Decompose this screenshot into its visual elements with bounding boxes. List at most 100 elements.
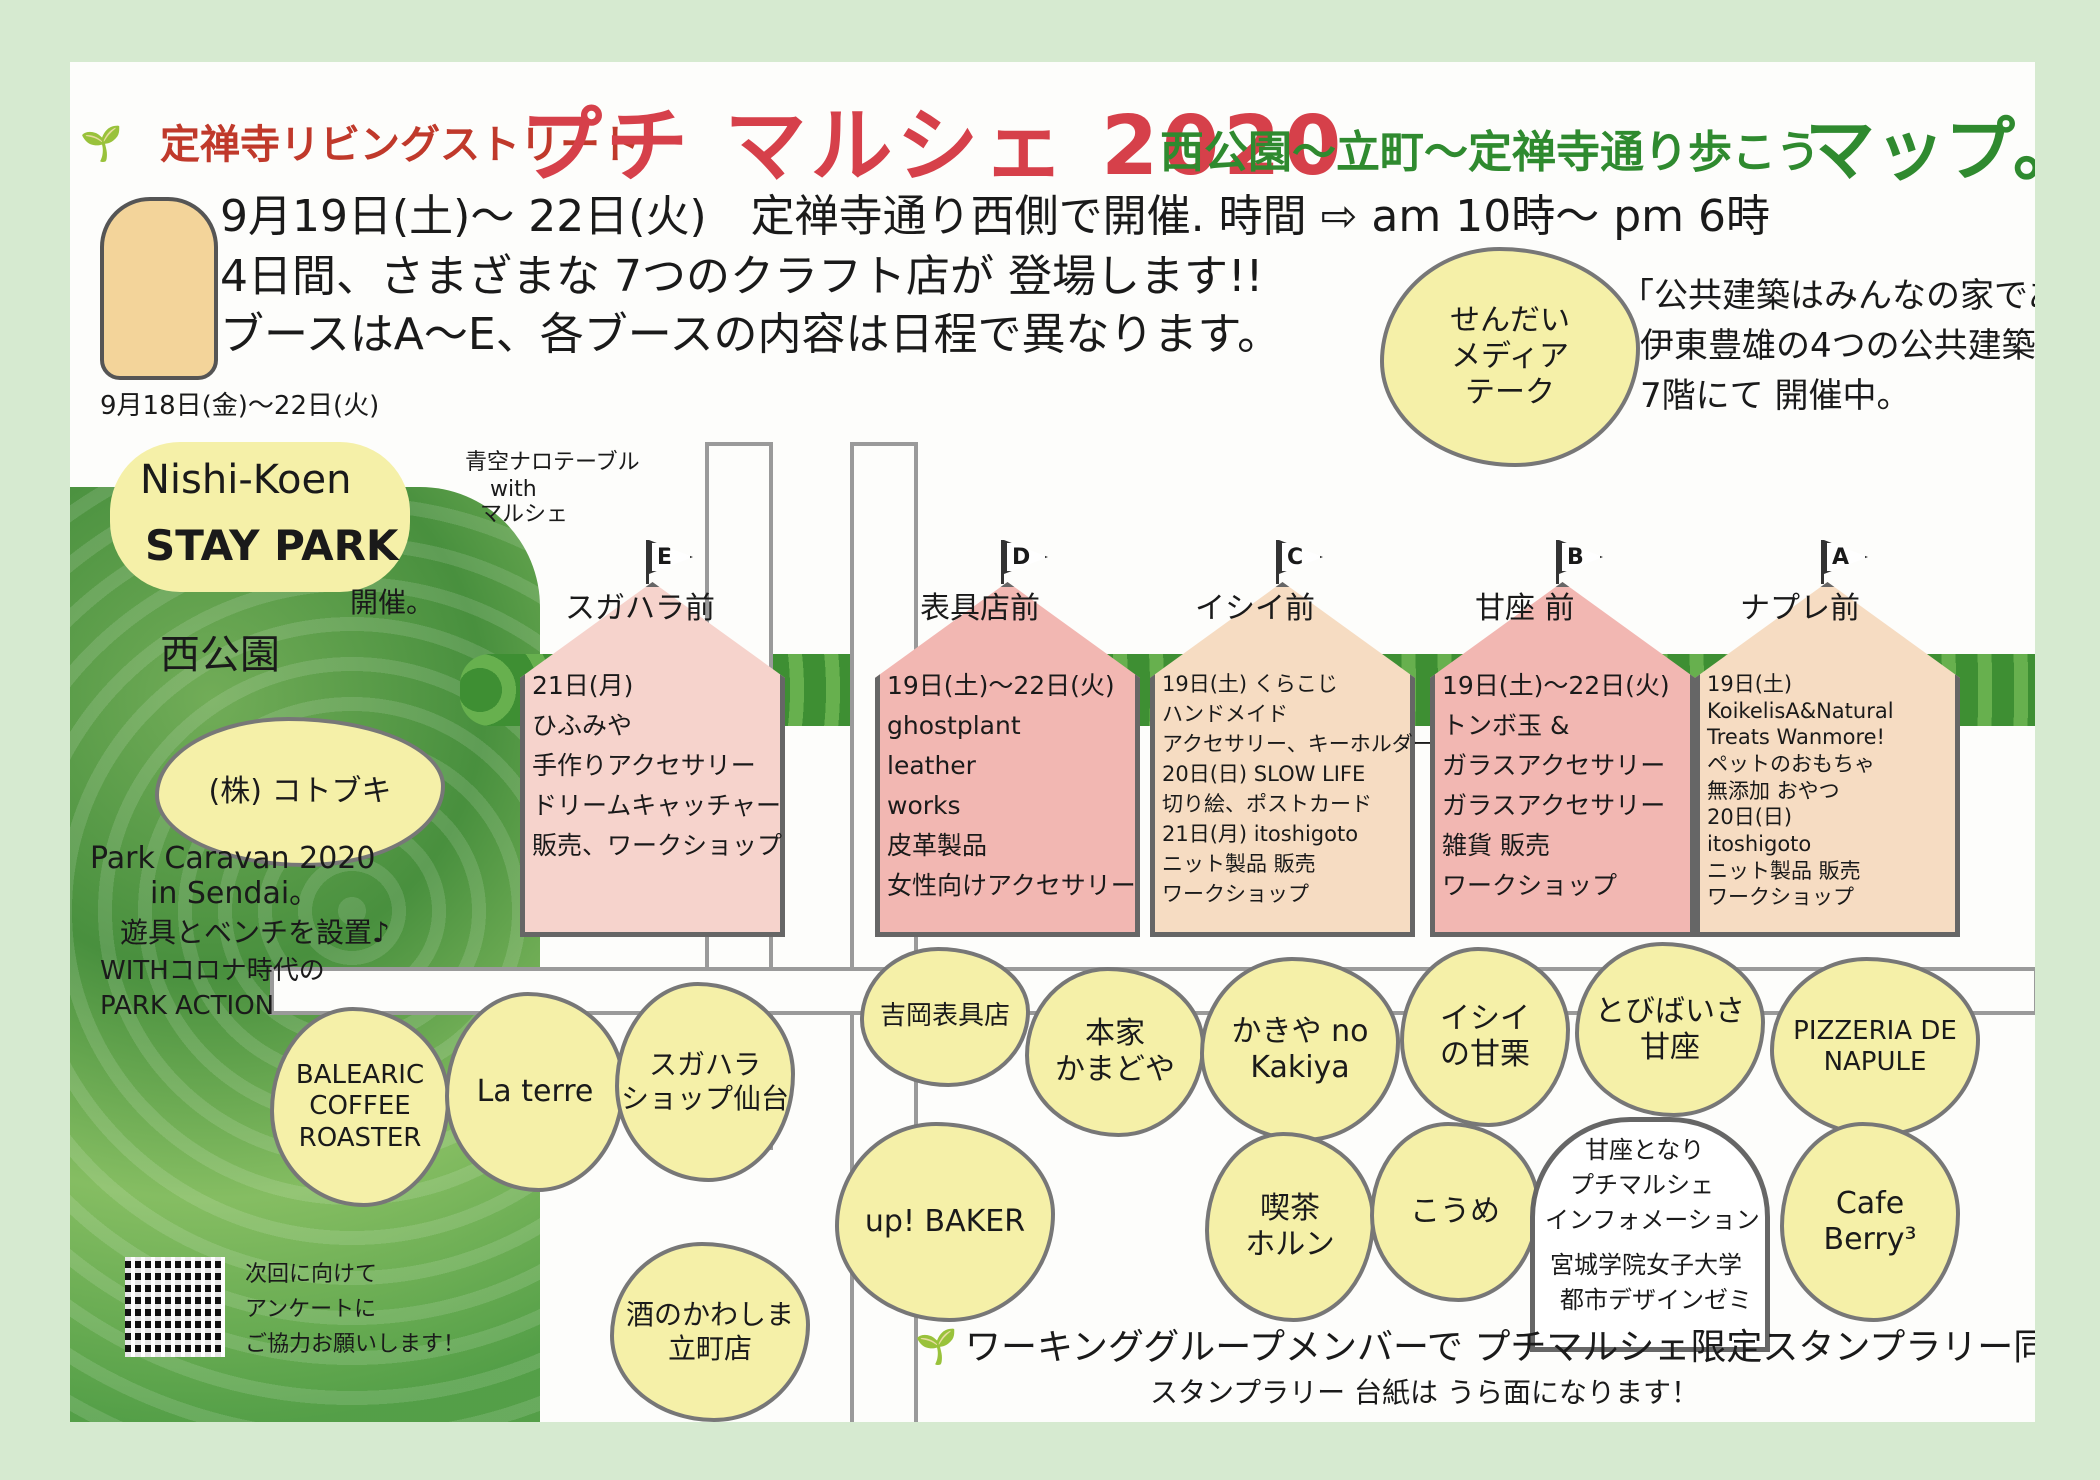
booth-line: KoikelisA&Natural (1707, 698, 1894, 723)
booth-line: ドリームキャッチャー (532, 791, 782, 820)
caravan-1: Park Caravan 2020 (90, 841, 376, 876)
info-line-3: ブースはA〜E、各ブースの内容は日程で異なります。 (220, 309, 1282, 360)
booth-line: 19日(土) (1707, 672, 1793, 696)
shop-laterre: La terre (445, 992, 625, 1192)
info-booth-3: インフォメーション (1545, 1206, 1760, 1234)
sprout-icon: 🌱 (80, 124, 123, 164)
booth-flag-pole (646, 540, 649, 584)
shop-upbaker: up! BAKER (835, 1122, 1055, 1322)
header-subtitle: 西公園〜立町〜定禅寺通り歩こう (1160, 127, 1820, 178)
kokeshi-mascot (100, 197, 218, 380)
booth-line: 雑貨 販売 (1442, 831, 1550, 860)
booth-line: ワークショップ (1707, 885, 1854, 910)
park-name-1: Nishi-Koen (140, 457, 352, 503)
booth-line: 21日(月) (532, 671, 634, 700)
shop-kawashima: 酒のかわしま 立町店 (610, 1242, 810, 1422)
shop-amaza: とびばいさ 甘座 (1575, 942, 1765, 1117)
park-label: 西公園 (160, 632, 280, 678)
booth-line: 19日(土)〜22日(火) (1442, 671, 1670, 700)
caravan-5: PARK ACTION (100, 991, 275, 1021)
caravan-3: 遊具とベンチを設置♪ (120, 916, 390, 949)
booth-name: スガハラ前 (565, 591, 715, 626)
shop-balearic: BALEARIC COFFEE ROASTER (270, 1007, 450, 1207)
booth-line: ニット製品 販売 (1162, 852, 1316, 876)
map-paper: 🌱 定禅寺リビングストリート プチ マルシェ 2020 西公園〜立町〜定禅寺通り… (70, 62, 2035, 1422)
information-booth (1530, 1117, 1770, 1352)
booth-line: 20日(日) (1707, 805, 1793, 830)
shop-sugahara: スガハラ ショップ仙台 (615, 982, 795, 1182)
booth-flag: E (649, 540, 693, 574)
booth-line: works (887, 791, 961, 820)
shop-koume: こうめ (1370, 1122, 1540, 1302)
park-note-1: 青空ナロテーブル (465, 450, 640, 475)
booth-line: トンボ玉 & (1442, 711, 1570, 740)
qr-text-3: ご協力お願いします！ (245, 1332, 466, 1357)
shop-berry: Cafe Berry³ (1780, 1122, 1960, 1322)
park-date: 9月18日(金)〜22日(火) (100, 391, 380, 421)
booth-line: Treats Wanmore! (1707, 725, 1885, 750)
booth-line: 皮革製品 (887, 831, 988, 860)
booth-line: ghostplant (887, 711, 1021, 740)
booth-flag-pole (1821, 540, 1824, 584)
booth-name: ナプレ前 (1740, 591, 1860, 626)
info-booth-5: 都市デザインゼミ (1560, 1286, 1752, 1314)
exhibit-subtitle: 伊東豊雄の4つの公共建築 (1640, 326, 2035, 366)
shop-kamadoya: 本家 かまどや (1025, 967, 1205, 1137)
booth-flag: B (1559, 540, 1603, 574)
booth-line: ワークショップ (1162, 882, 1309, 906)
header-left: 定禅寺リビングストリート (160, 122, 640, 168)
booth-line: ハンドメイド (1162, 702, 1288, 726)
info-booth-4: 宮城学院女子大学 (1550, 1251, 1742, 1279)
header-title: プチ マルシェ 2020 (520, 99, 1346, 194)
caravan-4: WITHコロナ時代の (100, 956, 325, 986)
park-note-3: マルシェ (480, 502, 569, 527)
qr-text-1: 次回に向けて (245, 1262, 378, 1287)
booth-line: 手作りアクセサリー (532, 751, 756, 780)
booth-line: ワークショップ (1442, 871, 1618, 900)
booth-line: ガラスアクセサリー (1442, 751, 1666, 780)
caravan-2: in Sendai。 (150, 876, 320, 911)
booth-flag: A (1824, 540, 1868, 574)
booth-flag-pole (1276, 540, 1279, 584)
booth-line: 女性向けアクセサリー (887, 871, 1136, 900)
booth-line: 無添加 おやつ (1707, 778, 1840, 803)
booth-name: 甘座 前 (1475, 591, 1575, 626)
booth-line: leather (887, 751, 976, 780)
booth-flag: D (1004, 540, 1048, 574)
booth-line: 21日(月) itoshigoto (1162, 822, 1359, 846)
shop-kakiya: かきや no Kakiya (1200, 957, 1400, 1142)
booth-flag-pole (1001, 540, 1004, 584)
booth-line: 切り絵、ポストカード (1162, 792, 1372, 816)
shop-ishii: イシイ の甘栗 (1400, 947, 1570, 1127)
booth-name: イシイ前 (1195, 591, 1315, 626)
sprout-icon-2: 🌱 (915, 1327, 958, 1367)
booth-flag-pole (1556, 540, 1559, 584)
booth-line: ニット製品 販売 (1707, 858, 1861, 883)
booth-line: ガラスアクセサリー (1442, 791, 1666, 820)
booth-flag: C (1279, 540, 1323, 574)
info-booth-2: プチマルシェ (1570, 1171, 1714, 1199)
info-line-2: 4日間、さまざまな 7つのクラフト店が 登場します!! (220, 251, 1264, 302)
exhibit-title: 「公共建築はみんなの家である」展 (1620, 276, 2035, 316)
booth-line: 19日(土)〜22日(火) (887, 671, 1115, 700)
booth-line: 販売、ワークショップ (532, 831, 783, 860)
info-booth-1: 甘座となり (1585, 1136, 1705, 1164)
park-held: 開催。 (350, 586, 435, 619)
info-line-1: 9月19日(土)〜 22日(火) 定禅寺通り西側で開催. 時間 ⇨ am 10時… (220, 191, 1770, 242)
qr-code[interactable] (125, 1257, 225, 1357)
stay-park-badge (110, 442, 410, 592)
booth-line: ペットのおもちゃ (1707, 752, 1875, 776)
shop-horun: 喫茶 ホルン (1205, 1132, 1375, 1322)
header-map: マップ。 (1805, 109, 2035, 191)
shop-yoshioka: 吉岡表具店 (860, 947, 1030, 1087)
stamp-rally-1: ワーキンググループメンバーで プチマルシェ限定スタンプラリー同時開催。 (965, 1327, 2035, 1368)
exhibit-floor: 7階にて 開催中。 (1640, 376, 1911, 416)
park-name-2: STAY PARK (145, 521, 399, 570)
booth-line: ひふみや (532, 711, 633, 740)
shop-napule: PIZZERIA DE NAPULE (1770, 957, 1980, 1137)
booth-name: 表具店前 (920, 591, 1040, 626)
qr-text-2: アンケートに (245, 1297, 377, 1322)
sendai-mediatheque: せんだい メディア テーク (1380, 247, 1640, 467)
kotobuki-badge: (株) コトブキ (155, 717, 445, 867)
booth-line: アクセサリー、キーホルダー (1162, 732, 1434, 756)
